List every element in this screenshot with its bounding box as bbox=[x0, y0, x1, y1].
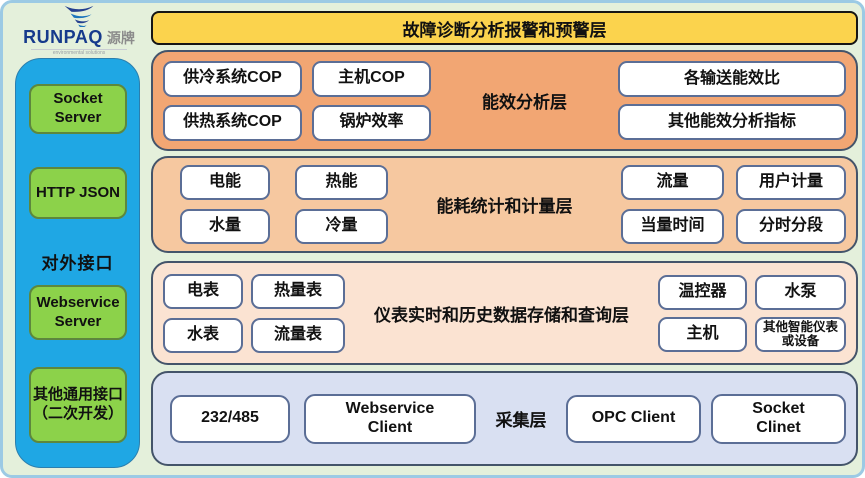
node-heat-meter: 热量表 bbox=[251, 273, 345, 309]
alert-layer-bar: 故障诊断分析报警和预警层 bbox=[151, 11, 858, 45]
node-232-485: 232/485 bbox=[170, 394, 290, 443]
layer1-label: 能效分析层 bbox=[482, 93, 567, 112]
node-water-pump: 水泵 bbox=[755, 274, 846, 310]
sidebar-title: 对外接口 bbox=[41, 254, 114, 273]
node-electric-energy: 电能 bbox=[180, 165, 270, 200]
node-socket-client: Socket Clinet bbox=[711, 393, 846, 444]
node-other-smart-devices: 其他智能仪表或设备 bbox=[755, 316, 846, 352]
layer1-left-boxes: 供冷系统COP 主机COP 供热系统COP 锅炉效率 bbox=[163, 60, 431, 141]
brand-name: RUNPAQ bbox=[23, 27, 103, 47]
sidebar-item-socket-server: Socket Server bbox=[29, 84, 127, 134]
layer-collection: 232/485 Webservice Client 采集层 OPC Client… bbox=[151, 371, 858, 466]
node-other-efficiency-metrics: 其他能效分析指标 bbox=[618, 104, 846, 140]
layer4-label: 采集层 bbox=[495, 411, 547, 430]
brand-name-cn: 源牌 bbox=[106, 30, 135, 46]
sidebar-item-http-json: HTTP JSON bbox=[29, 167, 127, 219]
node-cooling-volume: 冷量 bbox=[295, 209, 388, 244]
layer1-right-boxes: 各输送能效比 其他能效分析指标 bbox=[618, 61, 846, 140]
node-water-volume: 水量 bbox=[180, 209, 270, 244]
node-flow-meter: 流量表 bbox=[251, 317, 345, 353]
node-electric-meter: 电表 bbox=[163, 273, 243, 309]
sidebar-item-webservice-server: Webservice Server bbox=[29, 285, 127, 340]
node-host-machine: 主机 bbox=[658, 316, 747, 352]
node-time-of-use: 分时分段 bbox=[736, 209, 846, 244]
node-equivalent-time: 当量时间 bbox=[621, 209, 724, 244]
node-host-cop: 主机COP bbox=[312, 60, 431, 97]
layer2-label: 能耗统计和计量层 bbox=[436, 197, 573, 216]
node-boiler-efficiency: 锅炉效率 bbox=[312, 104, 431, 141]
tornado-logo-icon bbox=[64, 5, 94, 27]
node-webservice-client: Webservice Client bbox=[304, 393, 476, 444]
node-cooling-cop: 供冷系统COP bbox=[163, 60, 302, 97]
layer-energy-efficiency-analysis: 供冷系统COP 主机COP 供热系统COP 锅炉效率 能效分析层 各输送能效比 … bbox=[151, 50, 858, 151]
layer3-label: 仪表实时和历史数据存储和查询层 bbox=[374, 305, 629, 325]
node-heat-energy: 热能 bbox=[295, 165, 388, 200]
external-interface-panel: Socket Server HTTP JSON 对外接口 Webservice … bbox=[15, 58, 140, 468]
node-heating-cop: 供热系统COP bbox=[163, 104, 302, 141]
layer3-left-boxes: 电表 热量表 水表 流量表 bbox=[163, 273, 345, 353]
node-user-metering: 用户计量 bbox=[736, 165, 846, 200]
layer-energy-statistics-metering: 电能 热能 水量 冷量 能耗统计和计量层 流量 用户计量 当量时间 分时分段 bbox=[151, 156, 858, 253]
node-flow: 流量 bbox=[621, 165, 724, 200]
layer3-right-boxes: 温控器 水泵 主机 其他智能仪表或设备 bbox=[658, 274, 846, 352]
sidebar-item-other-interface: 其他通用接口（二次开发） bbox=[29, 367, 127, 443]
layer-meter-data-storage-query: 电表 热量表 水表 流量表 仪表实时和历史数据存储和查询层 温控器 水泵 主机 … bbox=[151, 261, 858, 365]
layer2-right-boxes: 流量 用户计量 当量时间 分时分段 bbox=[621, 165, 846, 244]
brand-tagline: environmental solutions bbox=[31, 49, 127, 56]
node-water-meter: 水表 bbox=[163, 317, 243, 353]
node-thermostat: 温控器 bbox=[658, 274, 747, 310]
node-transport-efficiency: 各输送能效比 bbox=[618, 61, 846, 97]
node-opc-client: OPC Client bbox=[566, 394, 701, 443]
runpaq-logo: RUNPAQ 源牌 environmental solutions bbox=[19, 5, 139, 57]
layer2-left-boxes: 电能 热能 水量 冷量 bbox=[180, 165, 388, 244]
